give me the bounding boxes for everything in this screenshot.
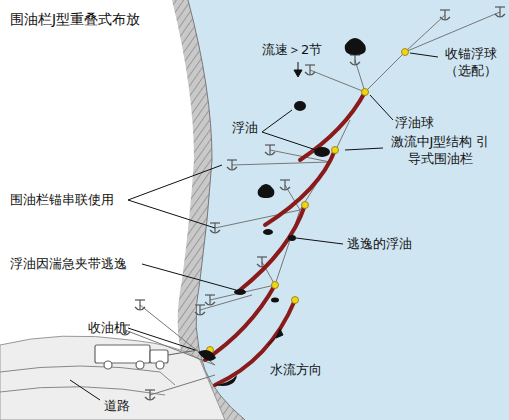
annotation-label: 逃逸的浮油 — [347, 236, 412, 253]
annotation-label: 浮油 — [232, 120, 258, 137]
annotation-label: 浮油因湍急夹带逃逸 — [10, 256, 127, 273]
annotation-label: 水流方向 — [270, 362, 322, 379]
annotation-label: 道路 — [104, 398, 130, 415]
annotation-label: 收油机 — [88, 320, 127, 337]
annotation-label: 激流中J型结构 引导式围油栏 — [385, 134, 495, 168]
annotation-label: 浮油球 — [395, 115, 434, 132]
annotation-label: 流速＞2节 — [262, 42, 322, 59]
annotation-label: 收锚浮球 （选配） — [440, 46, 502, 80]
annotation-label: 围油栏锚串联使用 — [10, 192, 114, 209]
diagram-title: 围油栏J型重叠式布放 — [10, 10, 140, 28]
